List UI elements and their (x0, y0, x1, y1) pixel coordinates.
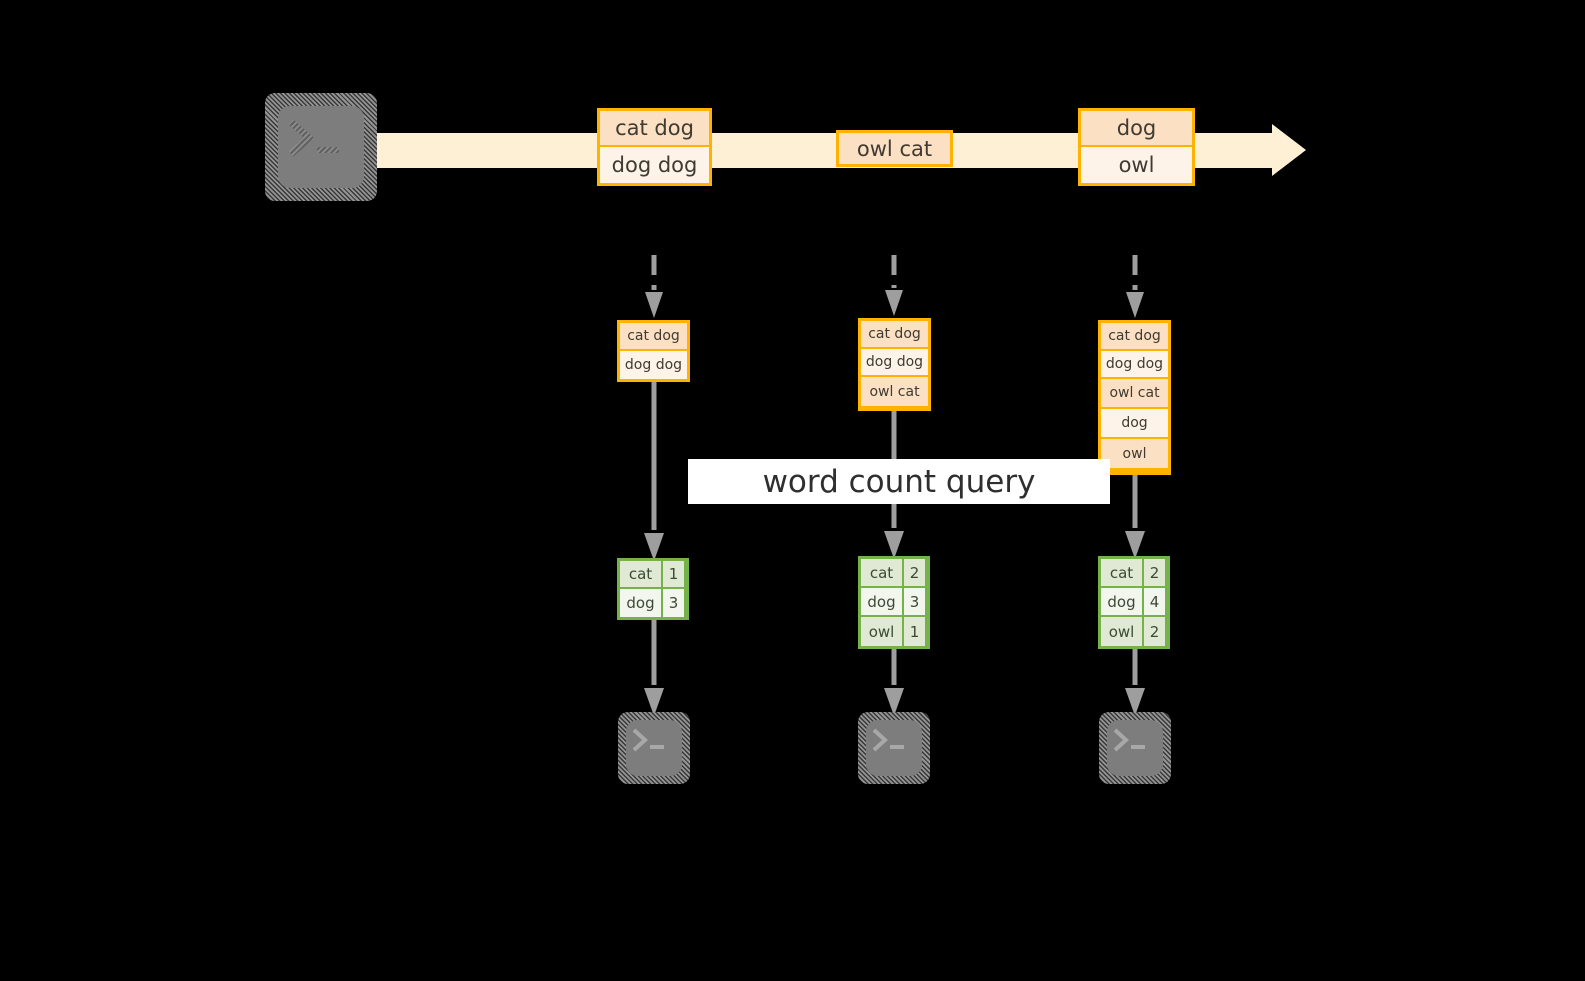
result-word: cat (620, 561, 663, 587)
result-row: dog 3 (861, 588, 927, 617)
snapshot-3-input-table: cat dog dog dog owl cat dog owl (1098, 320, 1171, 475)
snapshot-3-result-table: cat 2 dog 4 owl 2 (1098, 556, 1170, 649)
snapshot-2-input-table: cat dog dog dog owl cat (858, 318, 931, 411)
result-count: 2 (904, 559, 925, 586)
terminal-prompt-icon (872, 728, 904, 752)
result-row: dog 4 (1101, 588, 1167, 617)
result-row: cat 1 (620, 561, 686, 589)
stream-record-line: cat dog (600, 111, 709, 147)
result-word: owl (1101, 617, 1144, 646)
result-row: cat 2 (861, 559, 927, 588)
result-word: cat (1101, 559, 1144, 586)
snapshot-input-line: owl (1101, 439, 1168, 468)
result-word: cat (861, 559, 904, 586)
snapshot-3-sink-terminal-icon (1099, 712, 1171, 784)
stream-record-line: owl cat (839, 133, 950, 164)
stream-record-2: owl cat (836, 130, 953, 167)
snapshot-input-line: dog dog (620, 351, 687, 379)
result-word: owl (861, 617, 904, 646)
result-word: dog (861, 588, 904, 615)
terminal-prompt-icon (288, 119, 339, 157)
stream-record-3: dog owl (1078, 108, 1195, 186)
source-terminal-icon (265, 93, 377, 201)
snapshot-input-line: dog dog (1101, 351, 1168, 379)
result-count: 2 (1144, 559, 1165, 586)
stream-record-line: dog dog (600, 147, 709, 183)
result-row: owl 2 (1101, 617, 1167, 646)
stream-record-line: dog (1081, 111, 1192, 147)
result-count: 3 (663, 589, 684, 617)
result-count: 2 (1144, 617, 1165, 646)
snapshot-2-sink-terminal-icon (858, 712, 930, 784)
snapshot-input-line: dog (1101, 409, 1168, 439)
result-word: dog (620, 589, 663, 617)
snapshot-input-line: cat dog (861, 321, 928, 349)
snapshot-input-line: owl cat (1101, 379, 1168, 409)
result-row: cat 2 (1101, 559, 1167, 588)
stream-record-line: owl (1081, 147, 1192, 183)
snapshot-1-sink-terminal-icon (618, 712, 690, 784)
snapshot-input-line: cat dog (1101, 323, 1168, 351)
stream-arrowhead (1272, 124, 1306, 176)
result-count: 1 (904, 617, 925, 646)
result-count: 4 (1144, 588, 1165, 615)
snapshot-input-line: cat dog (620, 323, 687, 351)
snapshot-2-result-table: cat 2 dog 3 owl 1 (858, 556, 930, 649)
terminal-prompt-icon (1113, 728, 1145, 752)
snapshot-1-result-table: cat 1 dog 3 (617, 558, 689, 620)
stream-record-1: cat dog dog dog (597, 108, 712, 186)
result-count: 1 (663, 561, 684, 587)
snapshot-input-line: owl cat (861, 377, 928, 406)
result-count: 3 (904, 588, 925, 615)
terminal-prompt-icon (632, 728, 664, 752)
snapshot-input-line: dog dog (861, 349, 928, 377)
query-label: word count query (688, 459, 1110, 504)
result-word: dog (1101, 588, 1144, 615)
result-row: owl 1 (861, 617, 927, 646)
snapshot-1-input-table: cat dog dog dog (617, 320, 690, 382)
result-row: dog 3 (620, 589, 686, 617)
